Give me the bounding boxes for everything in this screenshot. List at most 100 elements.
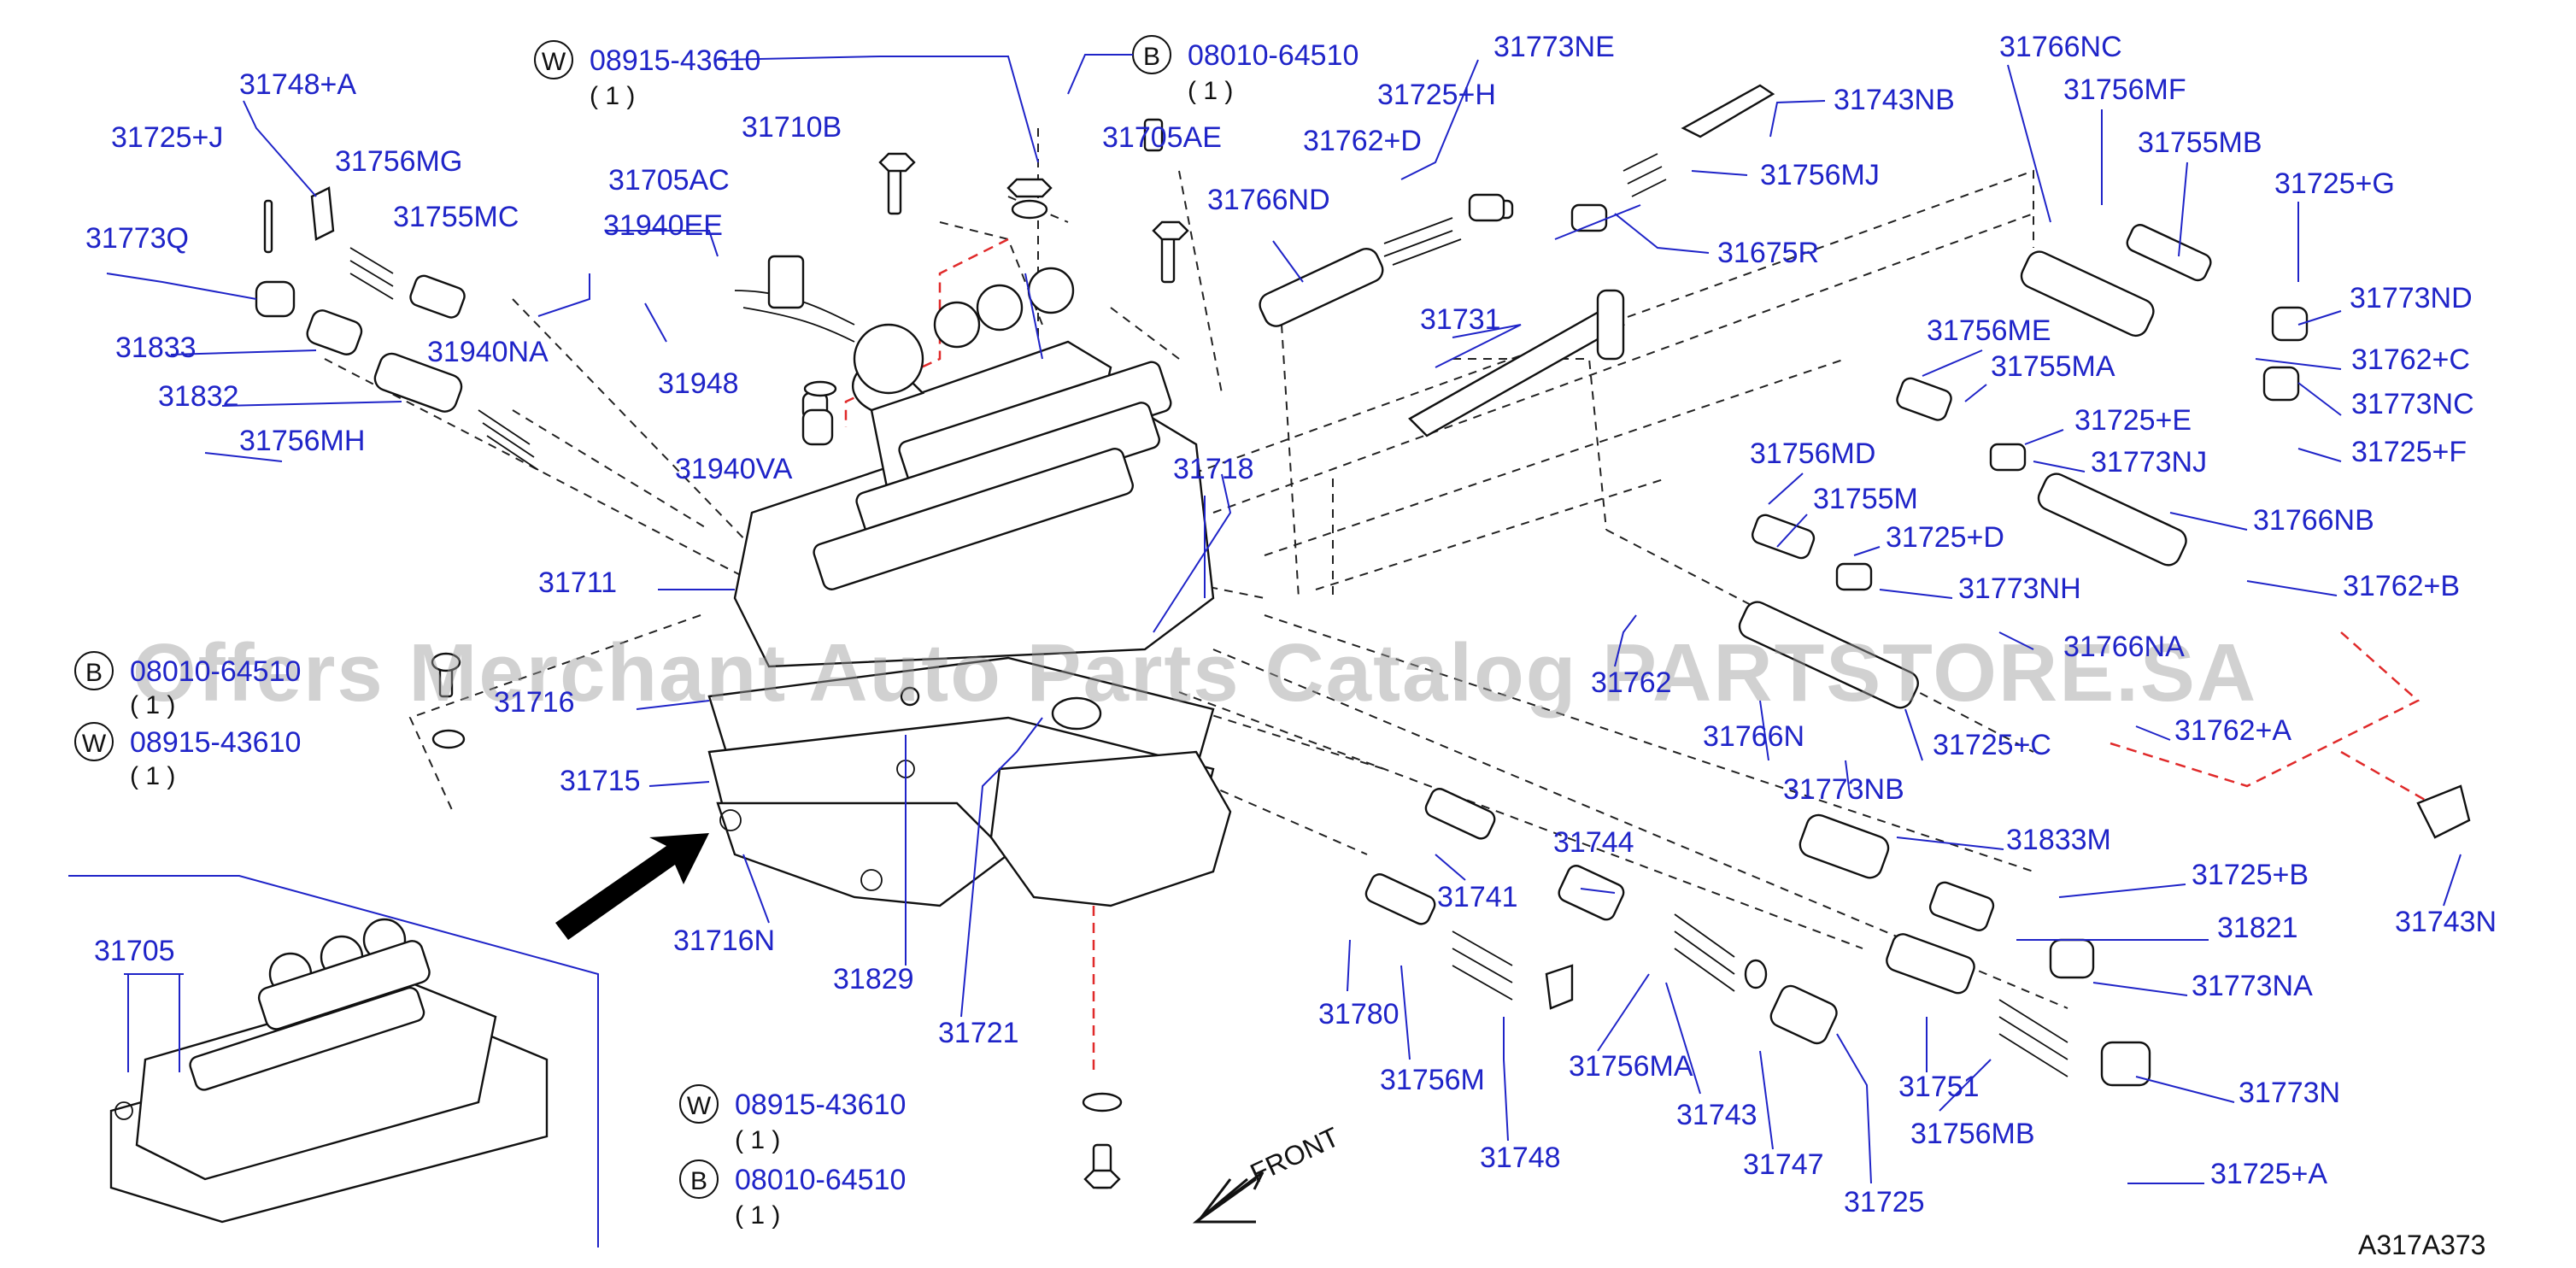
part-label-31725h[interactable]: 31725+H [1377, 79, 1496, 111]
part-label-31744[interactable]: 31744 [1553, 826, 1634, 859]
callout-b-left[interactable]: B 08010-64510 ( 1 ) [74, 651, 301, 719]
part-label-31718[interactable]: 31718 [1173, 453, 1254, 485]
callout-part-number[interactable]: 08915-43610 [590, 44, 760, 77]
part-label-31725d[interactable]: 31725+D [1886, 521, 2004, 554]
leader-line [1665, 982, 1701, 1095]
part-label-31716n[interactable]: 31716N [673, 925, 775, 957]
part-label-31762c[interactable]: 31762+C [2351, 343, 2470, 376]
part-label-31766nd[interactable]: 31766ND [1207, 184, 1330, 216]
part-label-31705[interactable]: 31705 [94, 935, 175, 967]
part-label-31710b[interactable]: 31710B [742, 111, 842, 144]
part-label-31773nc[interactable]: 31773NC [2351, 388, 2474, 420]
part-label-31725f[interactable]: 31725+F [2351, 436, 2467, 468]
part-label-31766nb[interactable]: 31766NB [2253, 504, 2374, 537]
leader-line [1347, 939, 1351, 992]
callout-part-number[interactable]: 08010-64510 [130, 655, 301, 688]
part-label-31762[interactable]: 31762 [1591, 666, 1672, 699]
part-label-31725[interactable]: 31725 [1844, 1186, 1925, 1218]
part-label-31725b[interactable]: 31725+B [2192, 859, 2309, 891]
part-label-31748[interactable]: 31748 [1480, 1142, 1561, 1174]
part-label-31756mb[interactable]: 31756MB [1910, 1118, 2035, 1150]
leader-line [221, 401, 402, 407]
part-label-31762a[interactable]: 31762+A [2174, 714, 2291, 747]
part-label-31751[interactable]: 31751 [1898, 1071, 1980, 1103]
part-label-31832[interactable]: 31832 [158, 380, 239, 413]
callout-quantity: ( 1 ) [130, 691, 175, 719]
part-label-31766n[interactable]: 31766N [1703, 720, 1804, 753]
callout-quantity: ( 1 ) [735, 1201, 780, 1230]
part-label-31748a[interactable]: 31748+A [239, 68, 356, 101]
leader-line [1597, 973, 1650, 1052]
part-label-31725c[interactable]: 31725+C [1933, 729, 2051, 761]
part-label-31741[interactable]: 31741 [1437, 881, 1518, 913]
part-label-31940na[interactable]: 31940NA [427, 336, 549, 368]
part-label-31833[interactable]: 31833 [115, 332, 197, 364]
part-label-31755ma[interactable]: 31755MA [1991, 350, 2115, 383]
part-label-31773n[interactable]: 31773N [2239, 1077, 2340, 1109]
part-label-31833m[interactable]: 31833M [2006, 824, 2111, 856]
part-label-31721[interactable]: 31721 [938, 1017, 1019, 1049]
part-label-31755mb[interactable]: 31755MB [2138, 126, 2262, 159]
leader-line [1759, 1050, 1774, 1150]
leader-line [1922, 349, 1983, 377]
part-label-31705ae[interactable]: 31705AE [1102, 121, 1222, 154]
leader-line [170, 349, 317, 355]
part-label-31940ee[interactable]: 31940EE [603, 209, 723, 242]
label-leader-lines [106, 56, 2462, 1184]
part-label-31773nd[interactable]: 31773ND [2350, 282, 2473, 314]
part-label-31756mj[interactable]: 31756MJ [1760, 159, 1880, 191]
part-label-31766na[interactable]: 31766NA [2063, 631, 2185, 663]
part-label-31773nb[interactable]: 31773NB [1783, 773, 1904, 806]
part-label-31756mf[interactable]: 31756MF [2063, 73, 2186, 106]
part-label-31756md[interactable]: 31756MD [1750, 437, 1875, 470]
part-label-31725j[interactable]: 31725+J [111, 121, 223, 154]
leader-line [2297, 448, 2342, 462]
part-label-31762b[interactable]: 31762+B [2343, 570, 2460, 602]
part-label-31725a[interactable]: 31725+A [2210, 1158, 2327, 1190]
part-label-31762d[interactable]: 31762+D [1303, 125, 1422, 157]
part-label-31743nb[interactable]: 31743NB [1834, 84, 1955, 116]
leader-line [2255, 358, 2342, 370]
callout-b-top[interactable]: B 08010-64510 ( 1 ) [1067, 35, 1358, 105]
callout-part-number[interactable]: 08010-64510 [1188, 39, 1358, 72]
part-label-31773nj[interactable]: 31773NJ [2091, 446, 2207, 478]
leader-line [1964, 384, 1987, 402]
part-label-31756me[interactable]: 31756ME [1927, 314, 2051, 347]
callout-w-left[interactable]: W 08915-43610 ( 1 ) [74, 722, 301, 790]
callout-w-bottom[interactable]: W 08915-43610 ( 1 ) [679, 1084, 906, 1154]
part-label-31705ac[interactable]: 31705AC [608, 164, 730, 197]
part-label-31725e[interactable]: 31725+E [2074, 404, 2192, 437]
part-label-31773na[interactable]: 31773NA [2192, 970, 2313, 1002]
part-label-31766nc[interactable]: 31766NC [1999, 31, 2122, 63]
part-label-31821[interactable]: 31821 [2217, 912, 2298, 944]
callout-part-number[interactable]: 08010-64510 [735, 1164, 906, 1196]
part-label-31747[interactable]: 31747 [1743, 1148, 1824, 1181]
leader-line [2169, 512, 2248, 531]
part-label-31743[interactable]: 31743 [1676, 1099, 1757, 1131]
part-label-31755m[interactable]: 31755M [1813, 483, 1918, 515]
callout-part-number[interactable]: 08915-43610 [735, 1089, 906, 1121]
part-label-31755mc[interactable]: 31755MC [393, 201, 519, 233]
part-label-31948[interactable]: 31948 [658, 367, 739, 400]
part-label-31829[interactable]: 31829 [833, 963, 914, 995]
callout-letter: W [542, 48, 566, 76]
callout-b-bottom[interactable]: B 08010-64510 ( 1 ) [679, 1159, 906, 1230]
part-label-31773ne[interactable]: 31773NE [1493, 31, 1615, 63]
part-label-31715[interactable]: 31715 [560, 765, 641, 797]
part-label-31725g[interactable]: 31725+G [2274, 167, 2395, 200]
part-label-31711[interactable]: 31711 [538, 566, 617, 599]
part-label-31940va[interactable]: 31940VA [675, 453, 793, 485]
part-label-31756mg[interactable]: 31756MG [335, 145, 462, 178]
part-label-31756mh[interactable]: 31756MH [239, 425, 365, 457]
part-label-31780[interactable]: 31780 [1318, 998, 1399, 1030]
part-label-31756m[interactable]: 31756M [1380, 1064, 1485, 1096]
part-label-31773q[interactable]: 31773Q [85, 222, 189, 255]
part-label-31716[interactable]: 31716 [494, 686, 575, 719]
callout-part-number[interactable]: 08915-43610 [130, 726, 301, 759]
part-label-31743n[interactable]: 31743N [2395, 906, 2497, 938]
callout-w-top[interactable]: W 08915-43610 ( 1 ) [534, 40, 1039, 163]
part-label-31773nh[interactable]: 31773NH [1958, 572, 2081, 605]
part-label-31756ma[interactable]: 31756MA [1569, 1050, 1693, 1083]
leader-line [1769, 100, 1826, 138]
part-label-31675r[interactable]: 31675R [1717, 237, 1819, 269]
